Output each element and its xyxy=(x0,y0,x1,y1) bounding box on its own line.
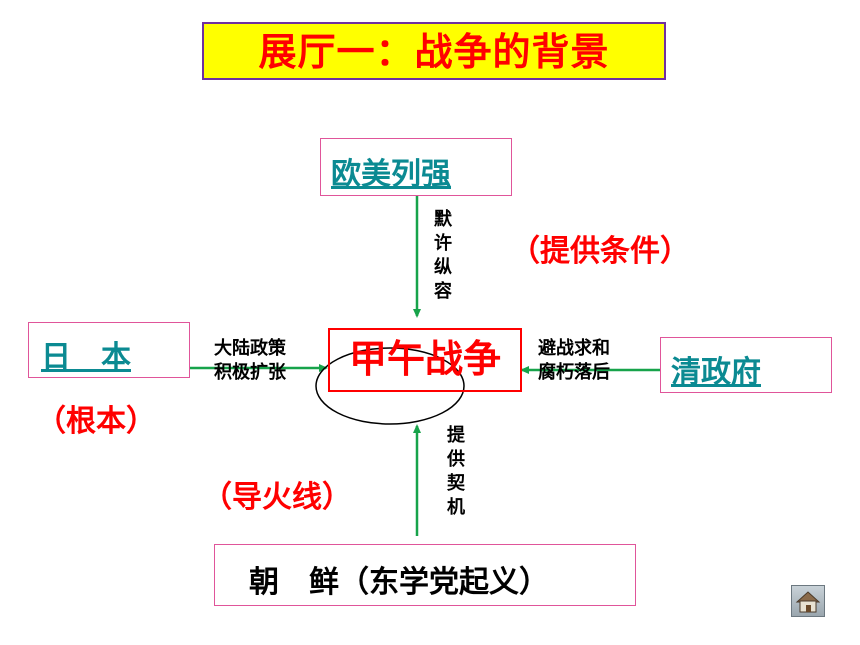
edge-label-right-1: 避战求和 xyxy=(538,338,610,359)
annotation-root-cause: （根本） xyxy=(36,404,156,439)
center-label: 甲午战争 xyxy=(348,337,501,381)
node-europe-america-link[interactable]: 欧美列强 xyxy=(331,157,451,192)
node-japan: 日 本 xyxy=(28,322,190,378)
node-qing-government-link[interactable]: 清政府 xyxy=(671,355,761,390)
node-japan-link[interactable]: 日 本 xyxy=(41,340,131,375)
home-icon xyxy=(795,591,821,613)
edge-label-left-2: 积极扩张 xyxy=(214,362,286,383)
node-korea-label: 朝 鲜（东学党起义） xyxy=(249,565,549,600)
edge-label-left-1: 大陆政策 xyxy=(214,338,286,359)
node-qing-government: 清政府 xyxy=(660,337,832,393)
center-node: 甲午战争 xyxy=(328,328,522,392)
edge-label-right-2: 腐朽落后 xyxy=(538,362,610,383)
edge-label-bottom: 提供契机 xyxy=(447,425,465,518)
edge-label-top: 默许纵容 xyxy=(434,209,452,302)
home-button[interactable] xyxy=(791,585,825,617)
node-europe-america: 欧美列强 xyxy=(320,138,512,196)
page-title: 展厅一：战争的背景 xyxy=(202,22,666,80)
center-ellipse xyxy=(315,347,465,425)
annotation-provide-conditions: （提供条件） xyxy=(510,234,690,269)
node-korea: 朝 鲜（东学党起义） xyxy=(214,544,636,606)
annotation-fuse: （导火线） xyxy=(202,480,352,515)
